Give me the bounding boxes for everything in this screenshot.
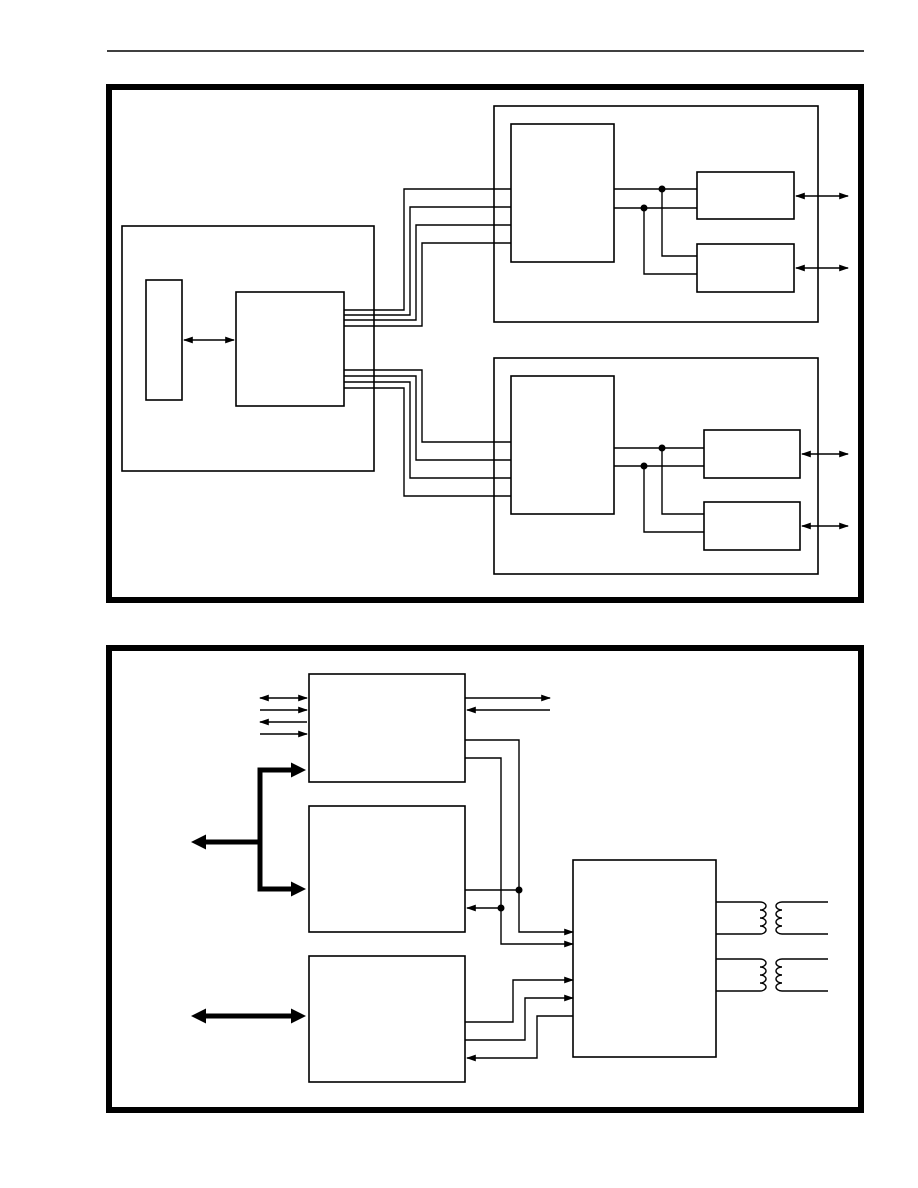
junction-dot (640, 462, 648, 470)
lower-interface-block (510, 375, 615, 515)
top-block-right-signals (465, 694, 551, 714)
bottom-block (308, 955, 466, 1083)
junction-dot (658, 444, 666, 452)
lower-internal-lines (614, 444, 704, 533)
junction-dot (515, 886, 523, 894)
transceiver-block (572, 859, 717, 1058)
upper-transceiver-b (696, 243, 795, 293)
top-block (308, 673, 466, 783)
upper-internal-lines (614, 185, 697, 275)
data-lines (465, 976, 574, 1062)
system-bus (191, 762, 306, 897)
upper-transceiver-a (696, 171, 795, 220)
upper-interface-block (510, 123, 615, 263)
memory-block (145, 279, 183, 401)
figure-1-frame (106, 84, 864, 603)
junction-dot (640, 204, 648, 212)
figure-1-diagram (106, 84, 864, 603)
junction-dot (658, 185, 666, 193)
transformer-upper (716, 901, 828, 935)
lower-transceiver-a (703, 429, 801, 479)
figure-2-frame (106, 645, 864, 1113)
figure-2-diagram (106, 645, 864, 1113)
middle-block (308, 805, 466, 933)
lower-signal-lines (344, 369, 511, 497)
top-block-left-signals (259, 694, 308, 738)
transformer-lower (716, 958, 828, 992)
junction-dot (497, 904, 505, 912)
upper-signal-lines (344, 188, 511, 327)
controller-block (235, 291, 345, 407)
lower-transceiver-b (703, 501, 801, 551)
control-lines (465, 739, 574, 948)
